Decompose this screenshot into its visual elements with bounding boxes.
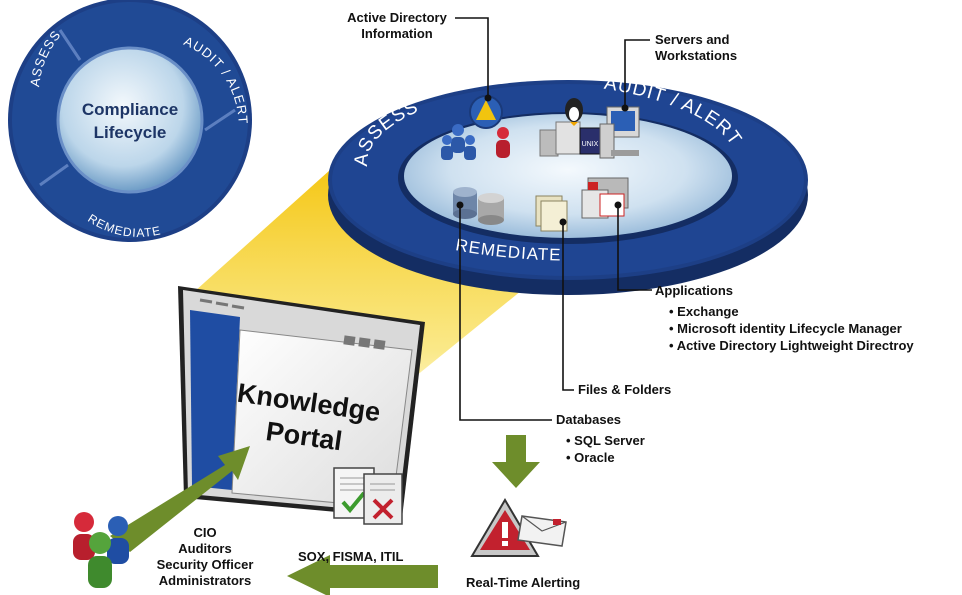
standards-label: SOX, FISMA, ITIL bbox=[298, 549, 404, 564]
active-directory-line2: Information bbox=[361, 26, 433, 41]
applications-label: Applications Exchange Microsoft identity… bbox=[655, 283, 914, 354]
arrow-to-audience bbox=[287, 555, 438, 595]
folder-icon bbox=[535, 195, 568, 232]
users-group-icon bbox=[441, 124, 476, 160]
databases-list: SQL Server Oracle bbox=[566, 432, 645, 466]
audience-line: Auditors bbox=[178, 541, 232, 556]
badge-title-line2: Lifecycle bbox=[94, 123, 167, 142]
audience-line: Administrators bbox=[158, 573, 252, 588]
svg-text:UNIX: UNIX bbox=[582, 141, 599, 148]
arrow-to-portal bbox=[110, 446, 250, 552]
real-time-alerting-label: Real-Time Alerting bbox=[466, 575, 581, 590]
audience-label: CIO Auditors Security Officer Administra… bbox=[142, 525, 268, 589]
databases-title: Databases bbox=[556, 412, 622, 427]
audience-line: Security Officer bbox=[156, 557, 254, 572]
red-user-icon bbox=[496, 127, 510, 158]
audience-users-icon bbox=[73, 512, 129, 588]
connector-servers bbox=[624, 39, 650, 108]
active-directory-label: Active Directory Information bbox=[342, 10, 452, 42]
applications-item: Microsoft identity Lifecycle Manager bbox=[669, 320, 914, 337]
connector-files bbox=[562, 222, 574, 391]
databases-label: Databases SQL Server Oracle bbox=[556, 412, 645, 466]
compliance-lifecycle-badge: ASSESS AUDIT / ALERT REMEDIATE Complianc… bbox=[8, 0, 252, 242]
servers-line2: Workstations bbox=[655, 48, 738, 63]
application-icons bbox=[581, 177, 629, 219]
database-icons bbox=[453, 187, 504, 225]
connector-lines bbox=[455, 17, 652, 421]
databases-item: SQL Server bbox=[566, 432, 645, 449]
active-directory-line1: Active Directory bbox=[347, 10, 447, 25]
servers-label: Servers and Workstations bbox=[655, 32, 737, 64]
connector-applications bbox=[617, 205, 652, 291]
audience-line: CIO bbox=[193, 525, 217, 540]
server-workstation-icons: UNIX bbox=[539, 98, 640, 159]
badge-title-line1: Compliance bbox=[82, 100, 178, 119]
compliance-documents-icon bbox=[333, 467, 403, 525]
envelope-icon bbox=[517, 515, 567, 547]
connector-active-directory bbox=[455, 17, 489, 98]
applications-item: Exchange bbox=[669, 303, 914, 320]
connector-databases bbox=[459, 205, 552, 421]
lifecycle-platform: ASSESS AUDIT / ALERT REMEDIATE bbox=[328, 73, 808, 295]
down-arrow-to-alerting bbox=[492, 435, 540, 488]
files-folders-label: Files & Folders bbox=[578, 382, 672, 397]
connector-dots bbox=[456, 94, 629, 226]
applications-list: Exchange Microsoft identity Lifecycle Ma… bbox=[669, 303, 914, 354]
servers-line1: Servers and bbox=[655, 32, 730, 47]
active-directory-icon bbox=[469, 95, 503, 129]
applications-item: Active Directory Lightweight Directroy bbox=[669, 337, 914, 354]
databases-item: Oracle bbox=[566, 449, 645, 466]
applications-title: Applications bbox=[655, 283, 734, 298]
